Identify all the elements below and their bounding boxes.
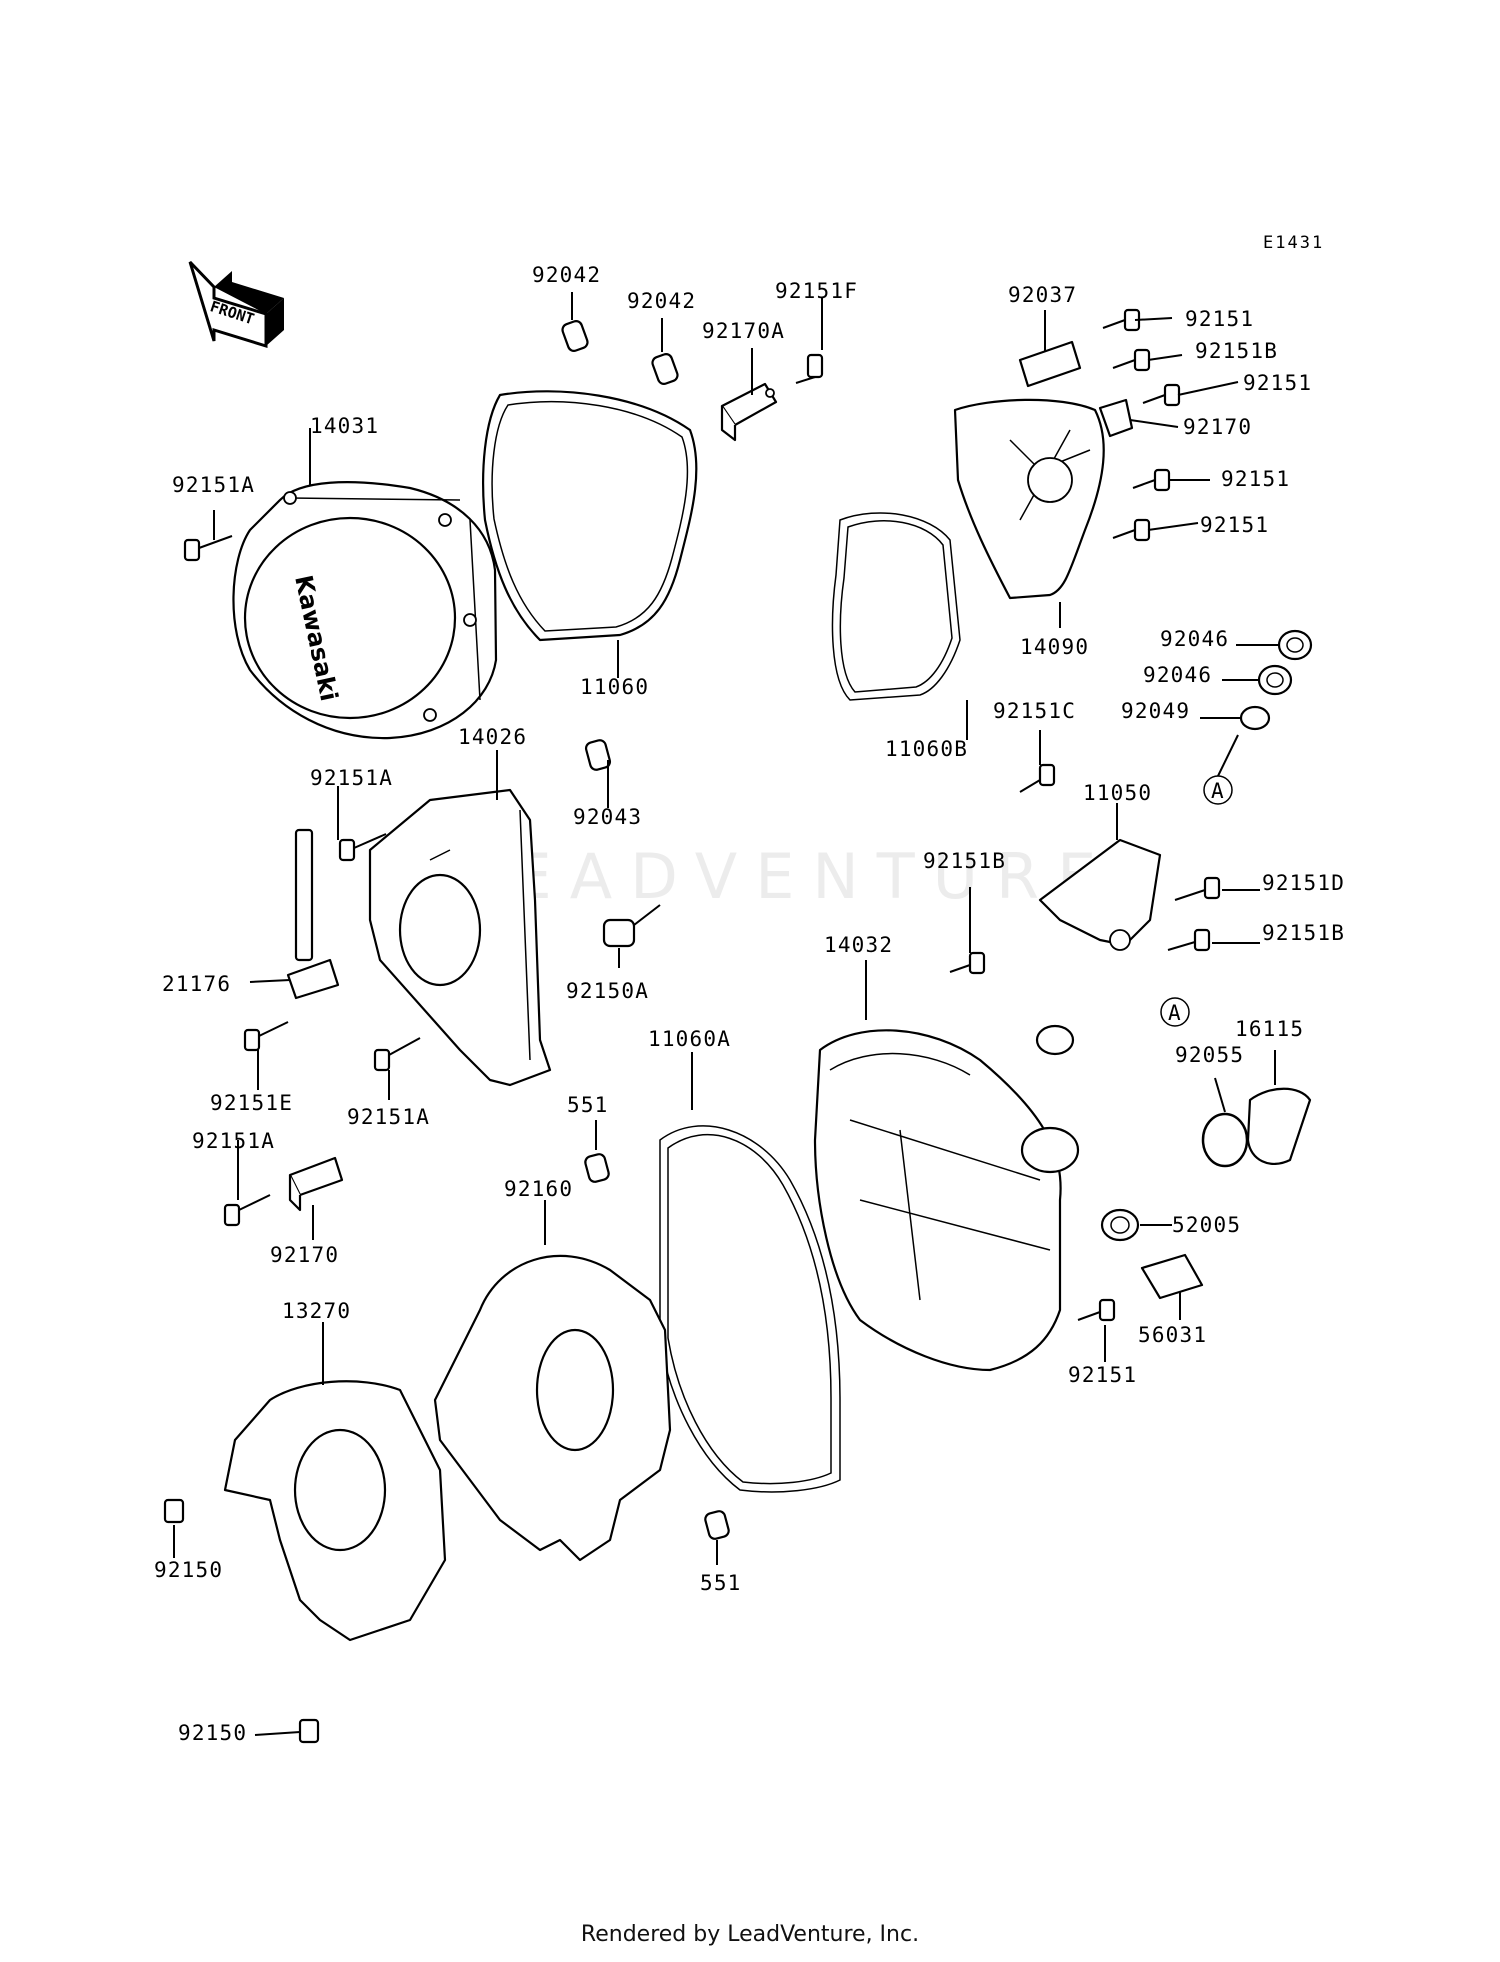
part-label[interactable]: 92151B: [923, 849, 1006, 873]
bolt-92151D: [1174, 876, 1221, 901]
bolt-92151B-right: [1167, 928, 1211, 952]
part-label[interactable]: 92151D: [1262, 871, 1345, 895]
part-label[interactable]: 92150: [178, 1721, 247, 1745]
generator-cover-14031: Kawasaki: [232, 481, 498, 740]
front-arrow-icon: FRONT: [188, 260, 284, 349]
part-label[interactable]: 92043: [573, 805, 642, 829]
part-label[interactable]: 551: [567, 1093, 609, 1117]
part-label[interactable]: 92160: [504, 1177, 573, 1201]
collar-92043: [584, 739, 612, 771]
part-label[interactable]: 92151: [1185, 307, 1254, 331]
gasket-11060A: [659, 1125, 841, 1493]
part-label[interactable]: 14090: [1020, 635, 1089, 659]
part-label[interactable]: 551: [700, 1571, 742, 1595]
part-label[interactable]: 21176: [162, 972, 231, 996]
part-label[interactable]: 92151C: [993, 699, 1076, 723]
part-labels: 92042 92042 92151F 92170A 92037 92151 92…: [154, 263, 1345, 1745]
guard-13270: [223, 1380, 447, 1642]
part-label[interactable]: 92042: [627, 289, 696, 313]
part-label[interactable]: 14026: [458, 725, 527, 749]
bolt-92150-lower: [298, 1718, 320, 1744]
part-label[interactable]: 92049: [1121, 699, 1190, 723]
part-label[interactable]: 13270: [282, 1299, 351, 1323]
watermark: LEADVENTURE: [460, 840, 1115, 913]
bolt-92151E: [243, 1021, 289, 1052]
guard-92160: [433, 1254, 672, 1562]
part-label[interactable]: 92151B: [1262, 921, 1345, 945]
callout-a-lower: A: [1160, 997, 1190, 1027]
bolt-92151-lower-right: [1077, 1298, 1116, 1322]
bearing-92046-a: [1277, 629, 1313, 661]
part-label[interactable]: 92151: [1200, 513, 1269, 537]
gasket-11060B: [831, 512, 961, 701]
bolt-92151F: [795, 353, 824, 384]
seal-52005: [1100, 1208, 1140, 1242]
part-label[interactable]: 16115: [1235, 1017, 1304, 1041]
part-label[interactable]: 92150A: [566, 979, 649, 1003]
part-label[interactable]: 92151A: [347, 1105, 430, 1129]
svg-text:A: A: [1168, 1001, 1182, 1025]
svg-text:A: A: [1211, 779, 1225, 803]
clamp-92170-lower: [288, 1156, 344, 1212]
bolt-92150-upper: [163, 1498, 185, 1524]
cover-14026: [368, 788, 552, 1087]
part-label[interactable]: 92170A: [702, 319, 785, 343]
dowel-551-lower: [704, 1510, 730, 1540]
part-label[interactable]: 92037: [1008, 283, 1077, 307]
part-label[interactable]: 92046: [1160, 627, 1229, 651]
part-label[interactable]: 92151: [1243, 371, 1312, 395]
oil-cap-16115: [1246, 1087, 1312, 1165]
dowel-551-upper: [584, 1153, 610, 1183]
clutch-cover-14032: [813, 1024, 1080, 1372]
callout-a-upper: A: [1203, 775, 1233, 805]
cover-14090: [953, 398, 1105, 600]
part-label[interactable]: 11060A: [648, 1027, 731, 1051]
diagram-code: E1431: [1263, 233, 1324, 253]
bracket-11050: [1038, 838, 1162, 951]
bolt-92151C: [1019, 763, 1056, 793]
part-label[interactable]: 14031: [310, 414, 379, 438]
washer-92049: [1239, 705, 1271, 731]
clamp-92170-upper: [1098, 398, 1134, 438]
part-label[interactable]: 92151B: [1195, 339, 1278, 363]
label-56031: [1140, 1253, 1204, 1300]
gasket-11060: [482, 390, 698, 642]
part-label[interactable]: 92151E: [210, 1091, 293, 1115]
bearing-92046-b: [1257, 664, 1293, 696]
bolt-92151A-upper: [183, 535, 233, 562]
part-label[interactable]: 92151F: [775, 279, 858, 303]
dowel-pins-92042: [561, 320, 679, 385]
bolt-92151A-mid: [338, 833, 387, 862]
part-label[interactable]: 92151: [1221, 467, 1290, 491]
part-label[interactable]: 11060: [580, 675, 649, 699]
part-label[interactable]: 92170: [1183, 415, 1252, 439]
bolt-92151B-mid: [949, 951, 986, 975]
bolt-92151A-bottom: [223, 1194, 271, 1227]
part-label[interactable]: 92055: [1175, 1043, 1244, 1067]
part-label[interactable]: 56031: [1138, 1323, 1207, 1347]
part-label[interactable]: 92150: [154, 1558, 223, 1582]
part-label[interactable]: 11050: [1083, 781, 1152, 805]
part-label[interactable]: 92151A: [310, 766, 393, 790]
part-label[interactable]: 92151A: [172, 473, 255, 497]
part-label[interactable]: 92046: [1143, 663, 1212, 687]
part-label[interactable]: 92151: [1068, 1363, 1137, 1387]
part-label[interactable]: 14032: [824, 933, 893, 957]
plate-92037: [1018, 340, 1082, 388]
part-label[interactable]: 92151A: [192, 1129, 275, 1153]
bolt-92151A-lower: [373, 1037, 421, 1072]
leader-lines: [173, 292, 1278, 1736]
sensor-21176: [286, 828, 340, 1000]
part-label[interactable]: 52005: [1172, 1213, 1241, 1237]
footer-credit: Rendered by LeadVenture, Inc.: [580, 1922, 920, 1947]
part-label[interactable]: 92042: [532, 263, 601, 287]
stud-92150A: [602, 904, 661, 948]
part-label[interactable]: 92170: [270, 1243, 339, 1267]
o-ring-92055: [1201, 1112, 1249, 1168]
part-label[interactable]: 11060B: [885, 737, 968, 761]
clamp-92170A: [720, 382, 778, 442]
